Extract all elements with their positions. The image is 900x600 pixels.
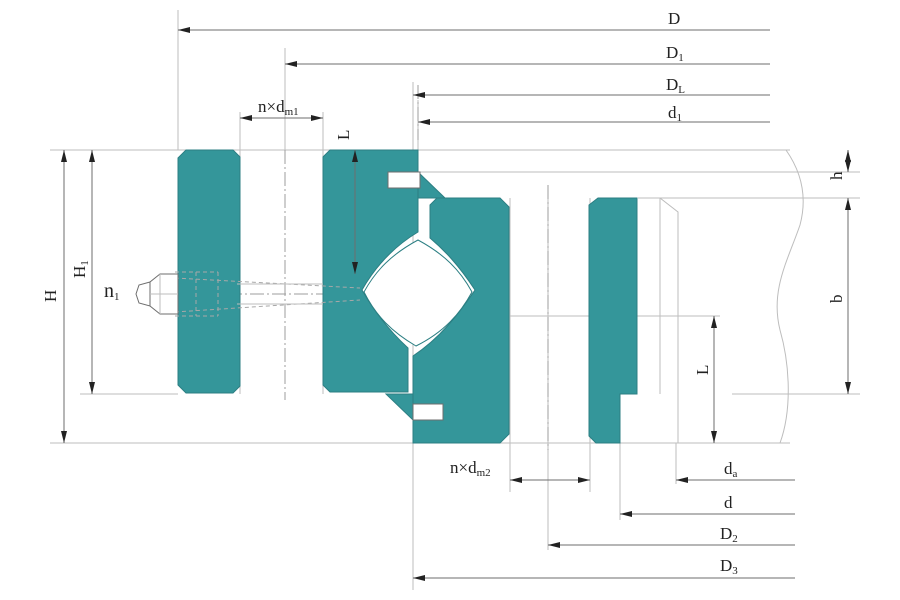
label-D3: D3	[720, 556, 738, 577]
label-L-bottom: L	[693, 365, 712, 375]
label-n-dm2: n×dm2	[450, 458, 491, 479]
label-n1: n1	[104, 280, 120, 303]
label-H1: H1	[70, 260, 91, 278]
dimension-labels: D D1 DL d1 n×dm1 L h H H1 n1 b L n×dm2 d…	[41, 9, 846, 577]
label-D1: D1	[666, 43, 684, 64]
lubrication-hole	[174, 271, 361, 317]
label-H: H	[41, 290, 60, 302]
outer-ring	[177, 149, 419, 394]
bolt-nut-icon	[135, 273, 179, 315]
label-b: b	[827, 295, 846, 304]
raceway	[363, 239, 473, 347]
inner-ring	[384, 170, 638, 444]
label-L-top: L	[334, 130, 353, 140]
label-h: h	[827, 171, 846, 180]
label-d: d	[724, 493, 733, 512]
label-d1: d1	[668, 103, 682, 124]
seal-slots	[387, 171, 444, 421]
dimension-lines	[61, 27, 851, 581]
label-da: da	[724, 459, 738, 480]
label-D2: D2	[720, 524, 738, 545]
label-D: D	[668, 9, 680, 28]
label-n-dm1: n×dm1	[258, 97, 299, 118]
label-DL: DL	[666, 75, 685, 96]
